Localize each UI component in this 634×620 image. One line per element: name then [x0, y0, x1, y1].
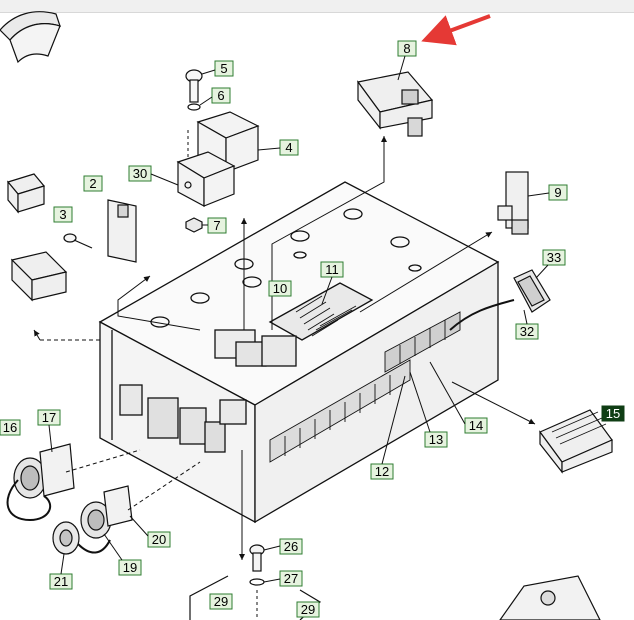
- callout-11-text: 11: [325, 262, 339, 277]
- nut-part-7: [185, 217, 203, 233]
- callout-32-text: 32: [520, 324, 534, 339]
- red-pointer-arrow: [421, 14, 491, 46]
- callout-30: 30: [128, 165, 179, 186]
- callout-9: 9: [527, 184, 568, 201]
- handle-frame-top-left: [0, 11, 61, 64]
- callout-16-text: 16: [3, 420, 17, 435]
- callout-5-text: 5: [220, 61, 227, 76]
- callout-20: 20: [129, 515, 171, 548]
- pin-part-3: [63, 233, 93, 249]
- relay-left-middle: [10, 251, 68, 302]
- callout-21: 21: [49, 553, 73, 590]
- plug-part-21: [52, 521, 111, 555]
- cover-part-bottom-right: [499, 575, 601, 620]
- callout-27-text: 27: [284, 571, 298, 586]
- callout-14: 14: [429, 361, 488, 434]
- callout-33: 33: [535, 249, 566, 279]
- socket-part-16: [13, 457, 47, 499]
- callout-8: 8: [397, 40, 417, 81]
- callout-4: 4: [257, 139, 299, 156]
- viewer-top-edge: [0, 0, 634, 13]
- screw-part-26: [249, 544, 265, 572]
- screw-part-5: [185, 69, 203, 103]
- washer-part-27: [249, 578, 265, 586]
- callout-29-right: 29: [296, 601, 320, 618]
- callout-26-text: 26: [284, 539, 298, 554]
- bracket-part-9: [497, 171, 529, 235]
- callout-7-text: 7: [213, 218, 220, 233]
- callout-12: 12: [370, 375, 406, 480]
- callout-33-text: 33: [547, 250, 561, 265]
- callout-20-text: 20: [152, 532, 166, 547]
- callout-26: 26: [263, 538, 303, 555]
- callout-11: 11: [320, 261, 344, 305]
- callout-10-text: 10: [273, 281, 287, 296]
- callout-9-text: 9: [554, 185, 561, 200]
- callout-6: 6: [199, 87, 231, 106]
- assembly-arrows: [33, 130, 536, 620]
- callout-10: 10: [268, 280, 292, 297]
- callout-13-text: 13: [429, 432, 443, 447]
- callout-29-left: 29: [209, 593, 233, 610]
- cable-loop-left: [6, 479, 52, 522]
- callout-14-text: 14: [469, 418, 483, 433]
- gasket-part-20: [103, 485, 133, 527]
- relay-part-8: [356, 71, 434, 137]
- relay-cluster-part-4: [176, 111, 260, 208]
- socket-part-19: [80, 501, 112, 539]
- callout-15-text: 15: [606, 406, 620, 421]
- callout-5: 5: [201, 60, 234, 77]
- washer-part-6: [187, 103, 201, 111]
- callout-2-text: 2: [89, 176, 96, 191]
- callout-6-text: 6: [217, 88, 224, 103]
- callout-32: 32: [515, 309, 539, 340]
- connector-block-part-15: [539, 409, 613, 474]
- gasket-part-33: [513, 269, 551, 313]
- callout-13: 13: [409, 371, 448, 448]
- callout-labels: 2 3 4 5 6 7: [0, 40, 625, 618]
- callout-15: 15: [601, 405, 625, 422]
- control-box-assembly: [98, 181, 500, 524]
- callout-27: 27: [263, 570, 303, 587]
- callout-19-text: 19: [123, 560, 137, 575]
- callout-3: 3: [53, 206, 73, 223]
- callout-2: 2: [83, 175, 103, 192]
- callout-19: 19: [103, 533, 142, 576]
- relay-left-upper: [6, 173, 46, 214]
- callout-8-text: 8: [403, 41, 410, 56]
- callout-12-text: 12: [375, 464, 389, 479]
- callout-16: 16: [0, 419, 21, 436]
- callout-29-left-text: 29: [214, 594, 228, 609]
- callout-7: 7: [202, 217, 227, 234]
- gasket-part-17: [39, 443, 75, 497]
- bracket-part-2: [107, 199, 137, 263]
- callout-17-text: 17: [42, 410, 56, 425]
- cable-part-32: [449, 299, 515, 331]
- callout-21-text: 21: [54, 574, 68, 589]
- callout-3-text: 3: [59, 207, 66, 222]
- callout-17: 17: [37, 409, 61, 453]
- callout-4-text: 4: [285, 140, 292, 155]
- callout-29-right-text: 29: [301, 602, 315, 617]
- callout-30-text: 30: [133, 166, 147, 181]
